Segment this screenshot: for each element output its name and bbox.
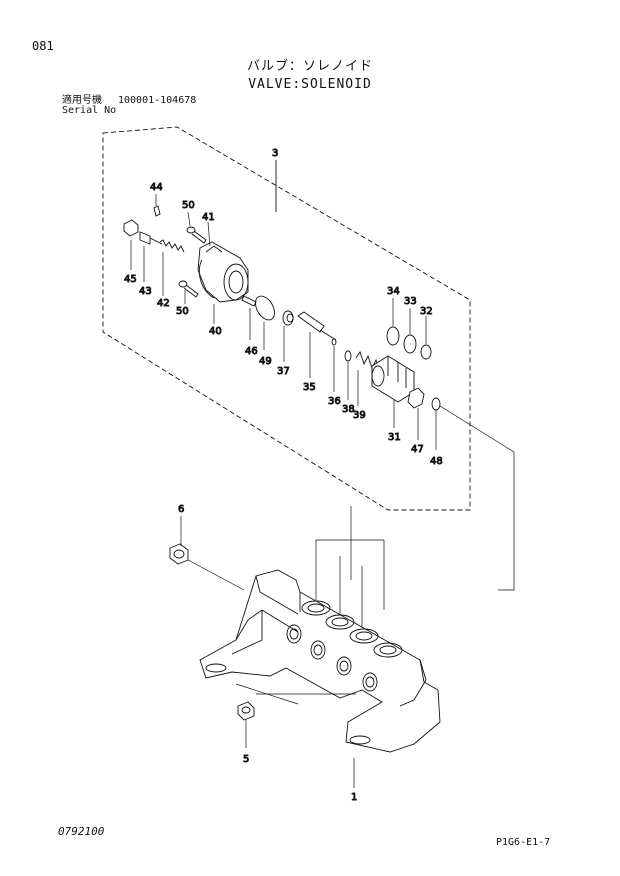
spring-42 <box>159 239 185 253</box>
callout-44: 44 <box>150 182 163 193</box>
pin-44 <box>153 205 161 217</box>
callout-41: 41 <box>202 212 215 223</box>
callout-45: 45 <box>124 274 137 285</box>
callout-42: 42 <box>157 298 170 309</box>
assembly-reference-lines <box>315 506 385 630</box>
callout-37: 37 <box>277 366 290 377</box>
serial-label-english: Serial No <box>62 105 117 116</box>
callout-46: 46 <box>245 346 258 357</box>
oring-32 <box>420 344 432 360</box>
callout-36: 36 <box>328 396 341 407</box>
plug-6 <box>169 543 189 565</box>
callout-32: 32 <box>420 306 433 317</box>
ring-48 <box>431 397 441 411</box>
callout-49: 49 <box>259 356 272 367</box>
callout-50-lower: 50 <box>176 306 189 317</box>
plug-6-insertion-line <box>187 559 245 591</box>
sleeve-31 <box>371 355 415 403</box>
routing-line <box>439 405 515 591</box>
oring-33 <box>403 334 417 354</box>
ring-37 <box>282 310 294 326</box>
callout-31: 31 <box>388 432 401 443</box>
plug-47 <box>407 387 425 409</box>
spool-35 <box>297 311 337 341</box>
adjuster-43 <box>139 231 163 245</box>
page-number: 081 <box>32 39 54 53</box>
oring-34 <box>386 326 400 346</box>
oring-49 <box>255 295 275 321</box>
title-japanese: バルブ：ソレノイド <box>246 59 373 74</box>
callout-34: 34 <box>387 286 400 297</box>
washer-36 <box>331 338 337 346</box>
subassembly-leaders <box>130 194 437 450</box>
callout-40: 40 <box>209 326 222 337</box>
callout-6: 6 <box>178 504 184 515</box>
callout-47: 47 <box>411 444 424 455</box>
serial-label-japanese: 適用号機 <box>62 95 102 106</box>
document-code: P1G6-E1-7 <box>496 837 551 848</box>
callout-3: 3 <box>272 148 278 159</box>
callout-48: 48 <box>430 456 443 467</box>
bolt-50-lower <box>178 280 199 298</box>
serial-range: 100001-104678 <box>118 95 197 106</box>
callout-43: 43 <box>139 286 152 297</box>
plug-5-reference-lines <box>235 683 356 705</box>
title-english: VALVE:SOLENOID <box>248 77 372 92</box>
pushrod-46 <box>241 295 257 307</box>
callout-1: 1 <box>351 792 357 803</box>
callout-33: 33 <box>404 296 417 307</box>
callout-39: 39 <box>353 410 366 421</box>
callout-50-upper: 50 <box>182 200 195 211</box>
callout-35: 35 <box>303 382 316 393</box>
callout-5: 5 <box>243 754 249 765</box>
print-date: 0792100 <box>58 825 105 838</box>
valve-body <box>199 569 441 753</box>
callout-38: 38 <box>342 404 355 415</box>
plug-5 <box>237 701 255 721</box>
subassembly-boundary <box>102 126 471 511</box>
bolt-50-upper <box>186 226 207 244</box>
nut-45 <box>123 219 139 237</box>
solenoid-coil <box>197 241 249 303</box>
ring-38 <box>344 350 352 362</box>
